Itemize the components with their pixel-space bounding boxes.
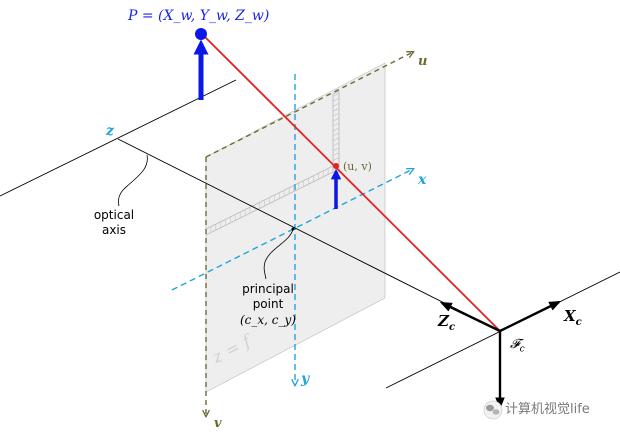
principal-point-leader (263, 228, 294, 280)
projection-ray (200, 32, 501, 332)
u-axis-label: u (418, 54, 428, 69)
grid-tick (332, 157, 340, 161)
optical-axis-label: optical axis (93, 208, 135, 237)
grid-tick (332, 98, 340, 102)
camera-z-label: Zc (438, 312, 456, 333)
image-point (333, 163, 339, 169)
grid-tick (332, 127, 340, 132)
grid-tick (332, 93, 340, 97)
world-point-label: P = (X_w, Y_w, Z_w) (128, 8, 270, 24)
camera-x-arrow (499, 300, 562, 333)
grid-tick (332, 152, 340, 157)
grid-tick (332, 117, 340, 122)
grid-tick (332, 142, 340, 147)
x-axis-label: x (418, 172, 427, 188)
watermark-text: 计算机视觉life (505, 402, 590, 417)
grid-tick (332, 147, 340, 152)
y-axis-label: y (301, 371, 310, 387)
camera-frame-label: 𝓕c (510, 337, 525, 355)
grid-tick (332, 132, 340, 137)
u-axis (205, 52, 413, 158)
image-point-label: (u, v) (343, 160, 372, 173)
camera-z-arrow (439, 301, 501, 333)
grid-tick (332, 122, 340, 127)
watermark-icon (483, 400, 503, 420)
principal-point-label: principal point (c_x, c_y) (240, 282, 296, 327)
optical-axis-leader (118, 154, 148, 207)
v-axis-label: v (214, 416, 222, 431)
grid-tick (332, 107, 340, 112)
z-axis-label: z (106, 123, 114, 139)
principal-point-dot (291, 227, 295, 231)
ground-line-left (0, 79, 237, 197)
world-point (195, 28, 207, 40)
optical-axis-line (117, 138, 501, 332)
grid-tick (332, 112, 340, 117)
camera-x-label: Xc (564, 307, 582, 328)
grid-tick (332, 137, 340, 142)
grid-tick (332, 102, 340, 107)
